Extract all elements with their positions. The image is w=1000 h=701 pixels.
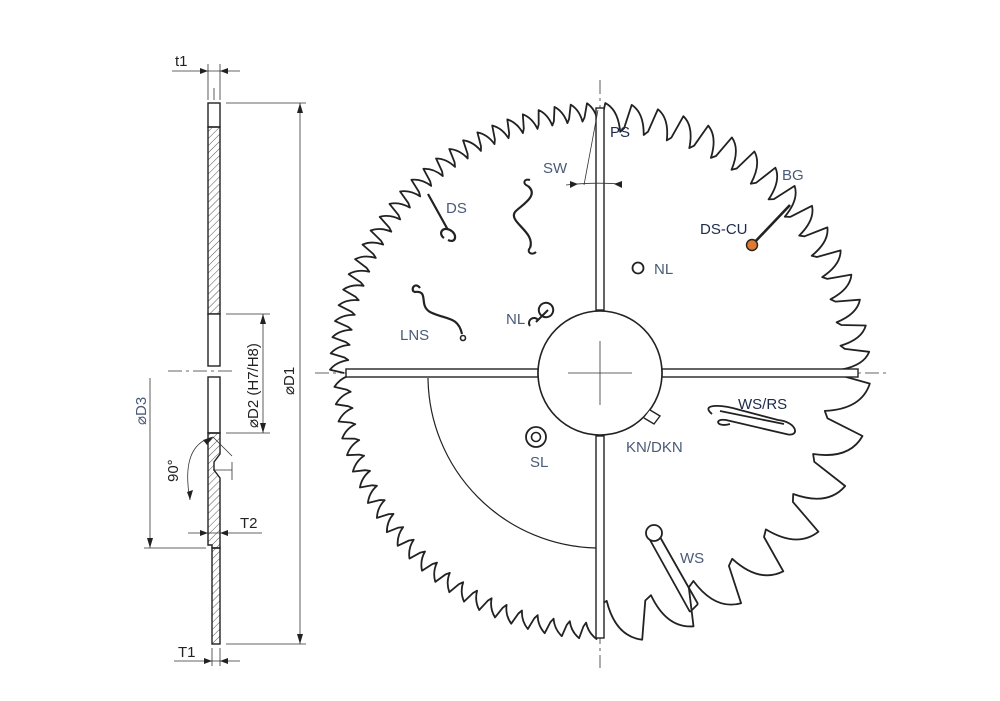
teeth-lower-right [599,372,871,641]
D3-label: ⌀D3 [133,397,150,425]
ds-cu-label: DS-CU [700,221,748,238]
nl-label-left: NL [506,311,525,328]
ws-rs-label: WS/RS [738,396,787,413]
teeth-lower-left [333,372,601,640]
ws-slot [649,536,699,613]
side-view: t1 T1 T2 ⌀D1 ⌀D2 (H7/H8) ⌀D3 9 [133,53,306,666]
lns-label: LNS [400,327,429,344]
ws-hole [645,524,663,542]
front-view: PS SW BG DS-CU DS NL NL LNS WS/RS KN/DKN… [315,80,890,668]
side-tooth-top [207,102,221,128]
side-body-lower [207,432,221,549]
t1-label: t1 [175,53,188,70]
sl-label: SL [530,454,548,471]
side-tooth-bottom [211,547,221,645]
angle-label: 90° [165,459,182,482]
flange-arc [427,377,597,549]
D1-label: ⌀D1 [281,367,298,395]
ds-label: DS [446,200,467,217]
D2-label: ⌀D2 (H7/H8) [245,343,262,428]
nl-keyhole [535,301,555,323]
ws-label: WS [680,550,704,567]
kn-dkn-label: KN/DKN [626,439,683,456]
bg-label: BG [782,167,804,184]
saw-teeth [329,102,871,641]
T1-label: T1 [178,644,196,661]
side-bore-upper [207,313,221,367]
sl-circle [525,426,547,448]
side-bore-lower [207,376,221,434]
keyway [643,409,662,425]
lns-slot [411,284,464,335]
ps-label: PS [610,124,630,141]
nl-label-top: NL [654,261,673,278]
side-body-upper [207,126,221,315]
teeth-upper-left [329,102,601,374]
ds-slot [427,193,457,242]
teeth-upper-right [599,102,871,374]
ds-cu-plug [745,238,759,252]
s-slot [512,185,533,249]
T2-label: T2 [240,515,258,532]
sw-label: SW [543,160,568,177]
ws-rs-slot [707,405,796,436]
nl-hole [631,261,645,275]
